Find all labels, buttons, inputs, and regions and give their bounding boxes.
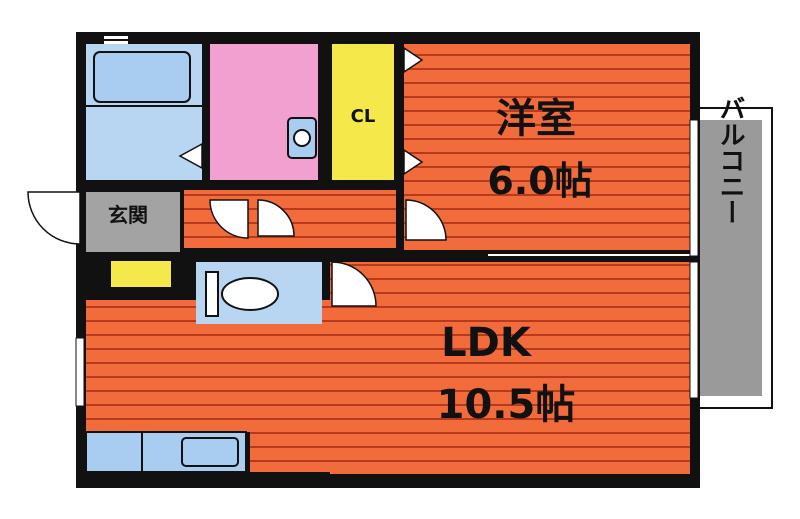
entrance: 玄関 [27,191,180,289]
toilet-bowl [221,277,279,311]
closet-label: CL [351,106,376,127]
bathroom [86,36,202,180]
ldk-floor [330,262,690,474]
room-door-swing [405,199,447,241]
kitchen-counter [85,431,247,473]
entrance-door [27,191,81,245]
bathtub [93,51,191,103]
shoe-cabinet [109,259,173,289]
western-room-name: 洋室 [496,96,576,142]
toilet-room [196,262,322,324]
ldk-size: 10.5帖 [437,382,576,428]
closet: CL [332,44,424,180]
hall-door-swing [209,199,249,239]
ldk-floor-bottom-left [250,432,332,472]
ldk-name: LDK [441,320,533,366]
balcony-window-upper [689,119,699,257]
balcony-label: バルコニー [715,95,745,225]
western-room-size: 6.0帖 [487,159,592,203]
western-room-floor [404,44,690,254]
toilet-door-swing [331,261,377,307]
balcony-window-lower [689,261,699,399]
washroom [178,44,318,180]
west-window [75,337,85,407]
kitchen-sink [181,437,239,467]
balcony [695,107,773,409]
bath-door-swing [257,199,295,237]
entrance-label: 玄関 [108,203,148,227]
